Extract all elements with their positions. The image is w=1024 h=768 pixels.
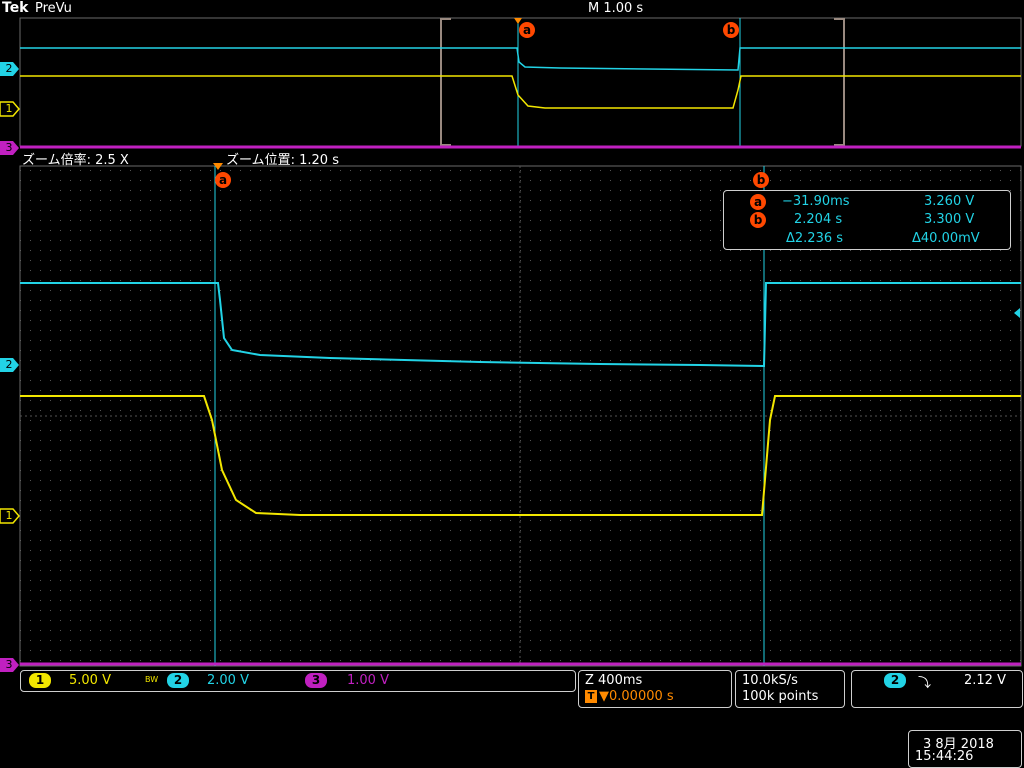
overview-ch3-marker [0,141,19,155]
time-label: 15:44:26 [915,749,974,764]
overview-ch2-marker [0,62,19,76]
trigger-box[interactable]: 2 ⤵ 2.12 V [851,670,1023,708]
readout-row-a: a −31.90ms 3.260 V [724,194,1010,212]
ch1-trace [20,395,1021,516]
readout-b-time: 2.204 s [794,212,843,227]
readout-a-volt: 3.260 V [924,194,975,209]
ch2-tag[interactable]: 2 [5,358,13,371]
readout-a-time: −31.90ms [782,194,850,209]
zoom-bracket-left [440,18,451,146]
trigger-marker [213,163,223,170]
ch2-chip[interactable]: 2 [167,673,189,688]
top-status-bar: Tek PreVu M 1.00 s [0,0,1024,18]
overview-cursor-a-badge[interactable]: a [519,22,535,38]
trigger-level: 2.12 V [964,673,1006,688]
readout-b-volt: 3.300 V [924,212,975,227]
zoom-position: ズーム位置: 1.20 s [226,153,339,168]
cursor-b-badge[interactable]: b [753,172,769,188]
readout-row-delta: Δ2.236 s Δ40.00mV [724,231,1010,249]
ch1-chip[interactable]: 1 [29,673,51,688]
overview-ch1-marker [0,101,20,117]
bw-limit-indicator: BW [145,675,159,684]
readout-delta-time: Δ2.236 s [786,231,844,246]
ch1-marker [0,508,20,524]
trigger-source-chip: 2 [884,673,906,688]
brand-logo: Tek [2,0,29,16]
zoom-timebase: Z 400ms [585,673,643,688]
overview-ch2-tag[interactable]: 2 [5,62,13,75]
horizontal-settings-box[interactable]: Z 400ms T ▼0.00000 s [578,670,732,708]
vertical-settings-bar: 1 5.00 V BW 2 2.00 V 3 1.00 V [20,670,576,692]
ch3-tag[interactable]: 3 [5,658,13,671]
cursor-readout-panel: a −31.90ms 3.260 V b 2.204 s 3.300 V Δ2.… [723,190,1011,250]
overview-cursor-b-badge[interactable]: b [723,22,739,38]
cursor-a-badge[interactable]: a [215,172,231,188]
main-timebase[interactable]: M 1.00 s [588,1,644,16]
ch2-offset-arrow [1014,308,1020,318]
falling-edge-icon: ⤵ [918,676,932,691]
overview-ch3-tag[interactable]: 3 [5,141,13,154]
ch2-marker [0,358,19,372]
overview-window [19,17,1022,149]
trigger-position: ▼0.00000 s [599,689,674,704]
zoom-bracket-right [834,18,845,146]
overview-ch1-tag[interactable]: 1 [5,102,13,115]
acquisition-box[interactable]: 10.0kS/s 100k points [735,670,845,708]
datetime-box: 3 8月 2018 15:44:26 [908,730,1022,768]
readout-row-b: b 2.204 s 3.300 V [724,212,1010,230]
ch1-tag[interactable]: 1 [5,509,13,522]
overview-trigger-marker [514,18,522,24]
date-label: 3 8月 2018 [923,737,994,752]
ch3-chip[interactable]: 3 [305,673,327,688]
ch3-marker [0,658,19,672]
readout-delta-volt: Δ40.00mV [912,231,980,246]
readout-badge-b: b [750,212,766,228]
ch3-scale[interactable]: 1.00 V [347,673,389,688]
ch2-trace [20,282,1021,368]
ch1-scale[interactable]: 5.00 V [69,673,111,688]
sample-rate: 10.0kS/s [742,673,798,688]
record-length: 100k points [742,689,819,704]
ch2-scale[interactable]: 2.00 V [207,673,249,688]
zoom-factor: ズーム倍率: 2.5 X [22,153,129,168]
trigger-position-icon: T [585,690,597,703]
acquisition-mode: PreVu [35,1,72,16]
readout-badge-a: a [750,194,766,210]
overview-ch2-trace [20,47,1021,71]
overview-ch1-trace [20,75,1021,109]
